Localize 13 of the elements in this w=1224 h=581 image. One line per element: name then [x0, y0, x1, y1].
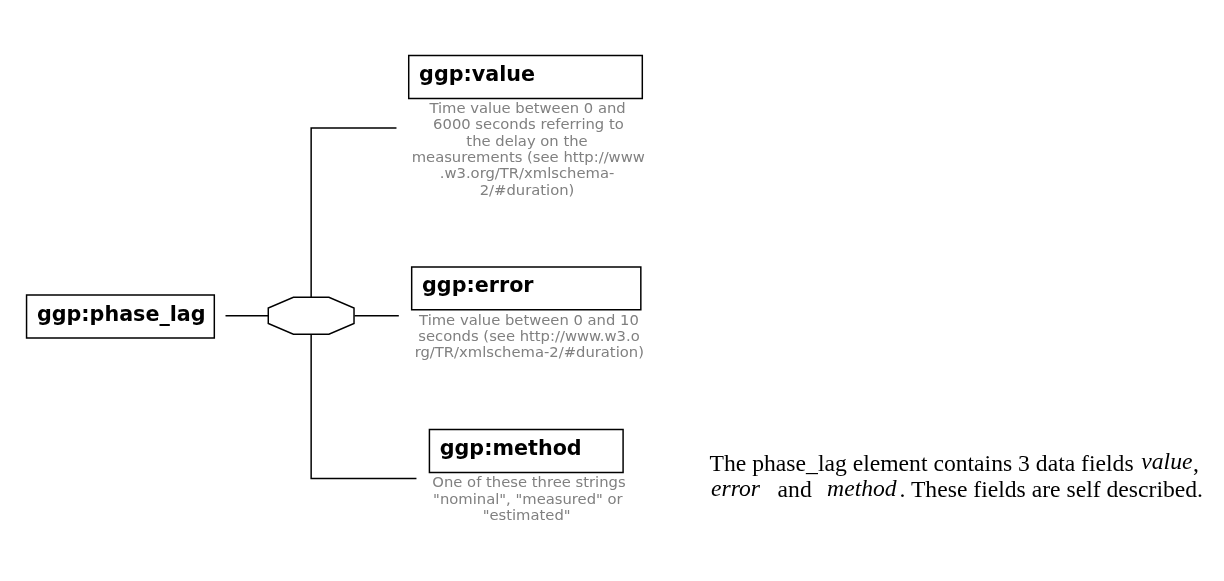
node-box: ggp:error	[410, 265, 642, 311]
label: The phase_lag element contains 3 data fields value, error and method. These fields are self described.	[709, 447, 1204, 502]
node-box: ggp:phase_lag	[25, 293, 216, 339]
connector	[224, 314, 269, 316]
node-box: ggp:method	[428, 428, 624, 473]
node-box: ggp:value	[408, 54, 644, 99]
connector	[310, 333, 418, 479]
node-label: Time value between 0 and 10 seconds (see http://www.w3.org/TR/xmlschema-2/#duration)	[414, 310, 644, 360]
connector	[310, 126, 398, 298]
connector	[353, 314, 400, 316]
node-octagon	[267, 296, 355, 335]
node-label: Time value between 0 and 6000 seconds referring to the delay on the measurements (see http://www.w3.org/TR/xmlschema-2/#duration)	[411, 98, 645, 198]
node-label: One of these three strings "nominal", "measured" or "estimated"	[432, 472, 626, 523]
